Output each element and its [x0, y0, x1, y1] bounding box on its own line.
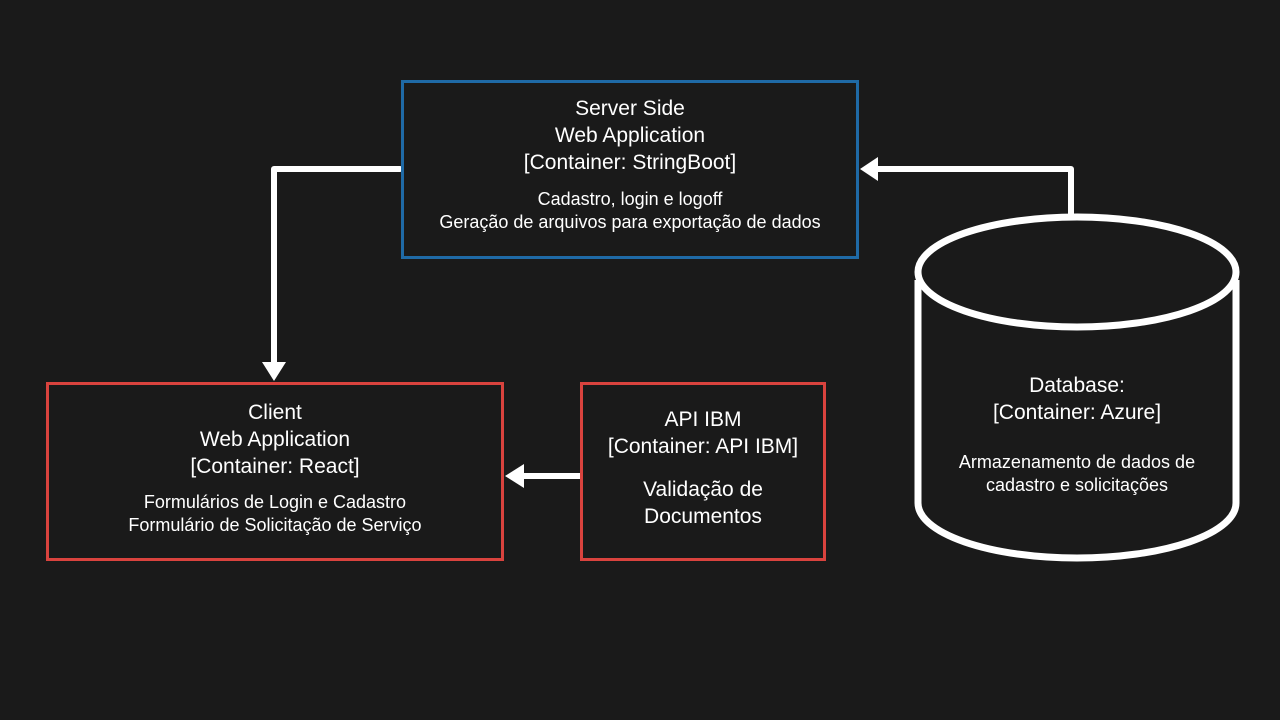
arrow-database-to-server-line: [873, 166, 1074, 219]
client-title-line: Client: [248, 401, 302, 424]
arrow-api-to-client-head: [505, 464, 524, 488]
database-cylinder-body: [914, 280, 1240, 562]
client-desc-line: Formulários de Login e Cadastro: [143, 492, 407, 512]
server-side-title: Server Side Web Application [Container: …: [524, 95, 736, 176]
server-desc-line: Geração de arquivos para exportação de d…: [439, 212, 821, 232]
api-ibm-description: Validação de Documentos: [643, 476, 763, 530]
database-title-line: [Container: Azure]: [992, 401, 1162, 424]
api-desc-line: Validação de: [643, 478, 763, 501]
client-title-line: Web Application: [199, 428, 351, 451]
server-title-line: Web Application: [554, 124, 706, 147]
server-desc-line: Cadastro, login e logoff: [537, 189, 723, 209]
database-description: Armazenamento de dados de cadastro e sol…: [918, 451, 1236, 497]
api-title-line: API IBM: [664, 408, 742, 431]
client-container[interactable]: Client Web Application [Container: React…: [46, 382, 504, 561]
database-desc-line: cadastro e solicitações: [985, 475, 1169, 495]
database-desc-line: Armazenamento de dados de: [958, 452, 1196, 472]
database-cylinder: [914, 213, 1240, 562]
client-description: Formulários de Login e Cadastro Formulár…: [128, 491, 421, 537]
api-ibm-title: API IBM [Container: API IBM]: [608, 406, 798, 460]
arrow-database-to-server-head: [860, 157, 878, 181]
database-cylinder-top: [914, 213, 1240, 331]
database-title-line: Database:: [1029, 374, 1125, 397]
client-title: Client Web Application [Container: React…: [190, 399, 359, 480]
api-desc-line: Documentos: [644, 505, 762, 528]
server-side-container[interactable]: Server Side Web Application [Container: …: [401, 80, 859, 259]
api-ibm-container[interactable]: API IBM [Container: API IBM] Validação d…: [580, 382, 826, 561]
server-side-description: Cadastro, login e logoff Geração de arqu…: [439, 188, 820, 234]
server-title-line: [Container: StringBoot]: [523, 151, 737, 174]
arrow-server-to-client-head: [262, 362, 286, 381]
api-title-line: [Container: API IBM]: [607, 435, 799, 458]
client-title-line: [Container: React]: [190, 455, 360, 478]
arrow-server-to-client-line: [271, 166, 403, 367]
client-desc-line: Formulário de Solicitação de Serviço: [128, 515, 422, 535]
database-title: Database: [Container: Azure]: [918, 372, 1236, 426]
server-title-line: Server Side: [575, 97, 685, 120]
